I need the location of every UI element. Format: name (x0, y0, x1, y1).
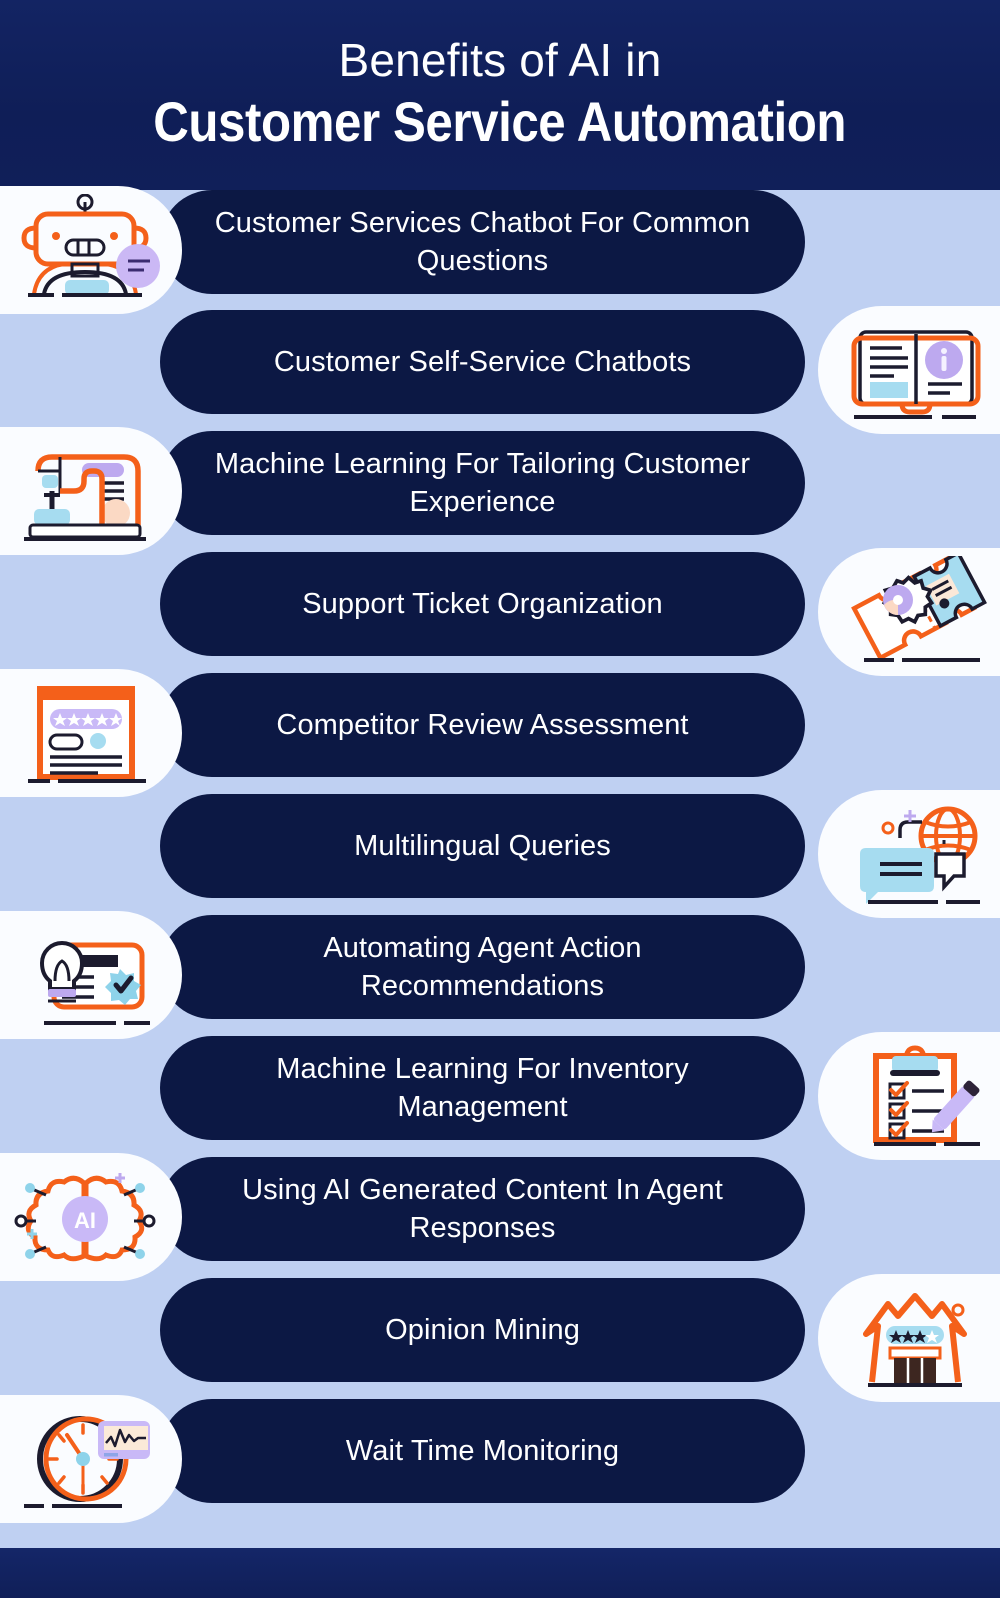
benefit-pill-6[interactable]: Multilingual Queries (160, 794, 805, 898)
benefit-pill-9[interactable]: Using AI Generated Content In Agent Resp… (160, 1157, 805, 1261)
benefit-label-5: Competitor Review Assessment (276, 708, 689, 741)
benefit-row-1: Customer Services Chatbot For Common Que… (0, 186, 1000, 314)
benefit-label-8: Machine Learning For Inventory Managemen… (276, 1052, 689, 1123)
header-title-line1: Benefits of AI in (338, 34, 662, 87)
benefit-row-4: Support Ticket Organization (0, 548, 1000, 676)
benefit-pill-7[interactable]: Automating Agent Action Recommendations (160, 915, 805, 1019)
benefit-label-3: Machine Learning For Tailoring Customer … (214, 447, 751, 518)
benefit-pill-1[interactable]: Customer Services Chatbot For Common Que… (160, 190, 805, 294)
benefit-row-2: Customer Self-Service Chatbots (0, 306, 1000, 434)
benefit-pill-3[interactable]: Machine Learning For Tailoring Customer … (160, 431, 805, 535)
benefit-label-7: Automating Agent Action Recommendations (323, 931, 642, 1002)
benefit-row-5: Competitor Review Assessment (0, 669, 1000, 797)
benefit-label-9: Using AI Generated Content In Agent Resp… (242, 1173, 723, 1244)
svg-text:AI: AI (74, 1208, 96, 1233)
ticket-gear-icon (818, 548, 1000, 676)
infographic-header: Benefits of AI in Customer Service Autom… (0, 0, 1000, 190)
ai-brain-icon: AI (0, 1153, 182, 1281)
benefit-label-2: Customer Self-Service Chatbots (273, 345, 692, 378)
sewing-machine-icon (0, 427, 182, 555)
lightbulb-card-icon (0, 911, 182, 1039)
benefit-pill-11[interactable]: Wait Time Monitoring (160, 1399, 805, 1503)
benefit-row-6: Multilingual Queries (0, 790, 1000, 918)
benefit-label-11: Wait Time Monitoring (345, 1434, 620, 1467)
benefit-row-10: Opinion Mining (0, 1274, 1000, 1402)
benefit-label-1: Customer Services Chatbot For Common Que… (214, 206, 751, 277)
clock-monitor-icon (0, 1395, 182, 1523)
benefits-list: Customer Services Chatbot For Common Que… (0, 186, 1000, 1548)
store-rating-icon (818, 1274, 1000, 1402)
review-card-icon (0, 669, 182, 797)
globe-chat-icon (818, 790, 1000, 918)
open-book-info-icon (818, 306, 1000, 434)
benefit-label-6: Multilingual Queries (354, 829, 611, 862)
clipboard-checklist-icon (818, 1032, 1000, 1160)
benefit-pill-2[interactable]: Customer Self-Service Chatbots (160, 310, 805, 414)
benefit-row-3: Machine Learning For Tailoring Customer … (0, 427, 1000, 555)
benefit-pill-8[interactable]: Machine Learning For Inventory Managemen… (160, 1036, 805, 1140)
benefit-row-7: Automating Agent Action Recommendations (0, 911, 1000, 1039)
benefit-pill-5[interactable]: Competitor Review Assessment (160, 673, 805, 777)
benefit-label-10: Opinion Mining (385, 1313, 580, 1346)
benefit-row-11: Wait Time Monitoring (0, 1395, 1000, 1523)
footer-bar (0, 1548, 1000, 1598)
benefit-row-8: Machine Learning For Inventory Managemen… (0, 1032, 1000, 1160)
robot-icon (0, 186, 182, 314)
benefit-label-4: Support Ticket Organization (302, 587, 663, 620)
header-title-line2: Customer Service Automation (153, 89, 847, 153)
benefit-pill-4[interactable]: Support Ticket Organization (160, 552, 805, 656)
benefit-pill-10[interactable]: Opinion Mining (160, 1278, 805, 1382)
benefit-row-9: AI Using AI Generated Content In Agent R… (0, 1153, 1000, 1281)
